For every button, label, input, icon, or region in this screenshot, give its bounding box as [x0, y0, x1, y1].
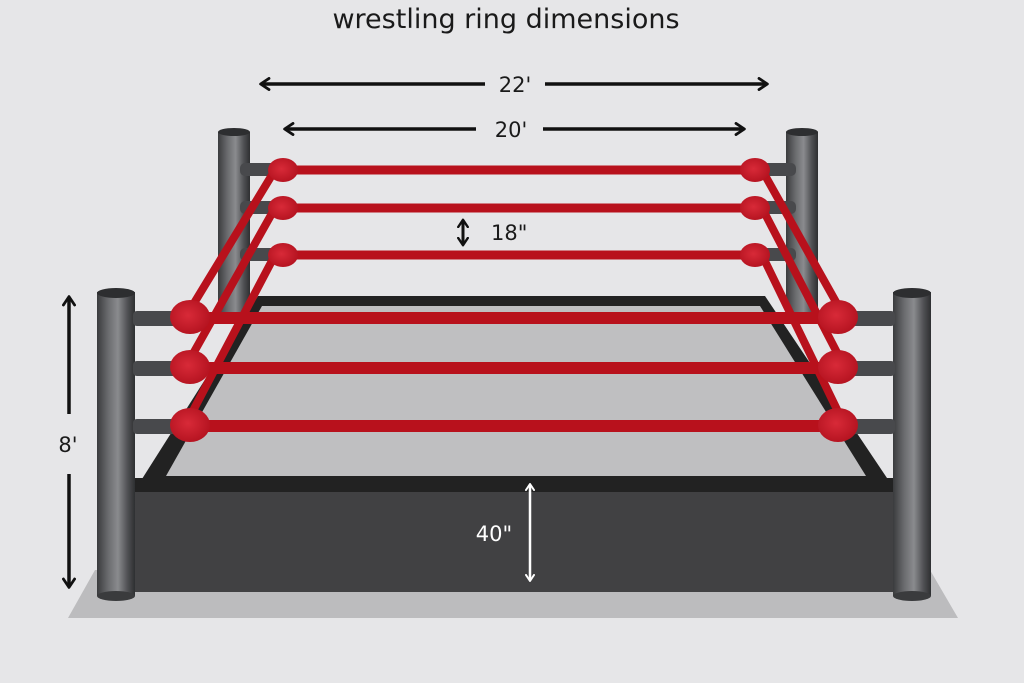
inner-width-arrow: 20'	[283, 118, 746, 142]
front-right-post	[893, 288, 931, 601]
left-side-ropes	[181, 166, 279, 430]
outer-width-label: 22'	[499, 73, 532, 97]
platform-height-arrow: 40"	[476, 483, 535, 582]
post-height-label: 8'	[58, 433, 77, 457]
inner-width-label: 20'	[495, 118, 528, 142]
outer-width-arrow: 22'	[259, 73, 769, 97]
ring-apron	[135, 490, 895, 592]
diagram-title: wrestling ring dimensions	[332, 4, 679, 35]
right-side-ropes	[758, 166, 849, 430]
back-ropes	[278, 165, 760, 260]
rope-spacing-arrow: 18"	[457, 218, 527, 247]
front-turnbuckles	[170, 300, 858, 442]
front-ropes	[189, 312, 836, 432]
post-height-arrow: 8'	[58, 295, 78, 589]
ring-mat	[166, 306, 866, 476]
rope-spacing-label: 18"	[491, 221, 527, 245]
back-turnbuckles	[268, 158, 770, 267]
platform-height-label: 40"	[476, 522, 512, 546]
front-left-post	[97, 288, 135, 601]
